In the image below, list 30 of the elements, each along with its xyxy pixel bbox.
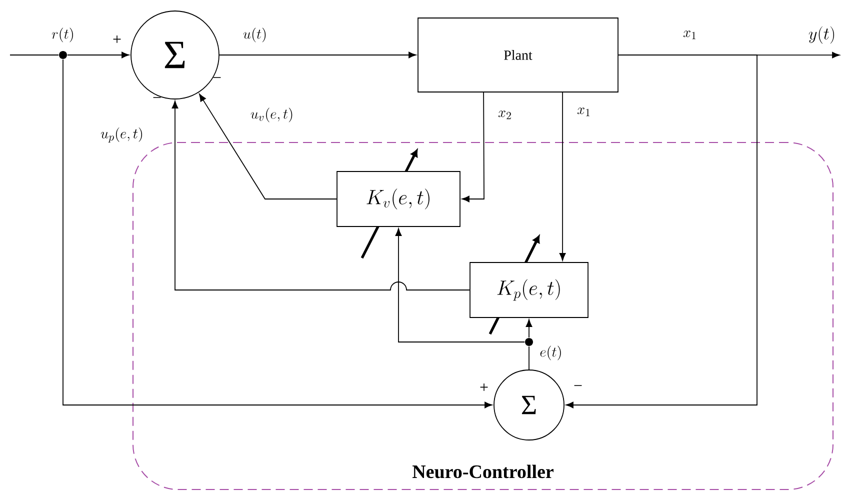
edge-label: $x_1$ <box>682 30 698 40</box>
edge-label: $x_1$ <box>576 106 592 118</box>
output-label: $y(t)$ <box>808 26 834 44</box>
edge-label: $x_2$ <box>497 110 513 120</box>
arrow <box>199 94 337 200</box>
edge-label: $r(t)$ <box>50 26 76 44</box>
arrow <box>172 100 470 290</box>
arrow <box>219 52 416 58</box>
arrow <box>559 92 566 261</box>
arrow <box>526 319 532 338</box>
arrow <box>62 59 492 408</box>
junction-dot <box>525 338 533 346</box>
edge-label: $e(t)$ <box>538 344 564 362</box>
sign-label: − <box>213 77 221 78</box>
edge-label: $u_v(e,t)$ <box>249 106 295 124</box>
gain-box: $K_v(e,t)$ <box>336 171 460 227</box>
sign-label: − <box>574 385 582 386</box>
sign-label: + <box>113 35 121 43</box>
sign-label: + <box>480 383 488 391</box>
arrow <box>395 228 525 342</box>
block-box: Plant <box>418 18 618 92</box>
gain-box: $K_p(e,t)$ <box>470 262 588 318</box>
junction-dot <box>59 51 67 59</box>
arrow <box>462 92 484 202</box>
sign-label: − <box>153 97 161 98</box>
edge-label: $u(t)$ <box>242 26 268 44</box>
edge-label: $u_p(e,t)$ <box>100 126 144 144</box>
arrow <box>566 54 758 408</box>
summing-junction: Σ <box>494 370 564 440</box>
arrow <box>67 52 130 58</box>
